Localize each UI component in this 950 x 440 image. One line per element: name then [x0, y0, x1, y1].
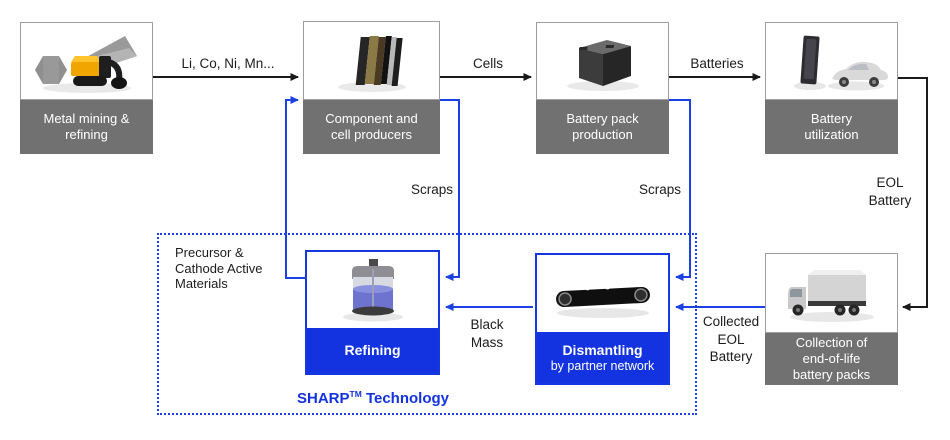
label-line: Component and — [325, 111, 418, 126]
node-metal-mining-refining: Metal mining & refining — [20, 22, 153, 154]
collection-image — [765, 253, 898, 333]
eol-line: Battery — [868, 192, 912, 208]
label-line: cell producers — [331, 127, 412, 142]
refining-title: Refining — [344, 342, 401, 358]
scraps-text: Scraps — [410, 182, 453, 197]
label-line: end-of-life — [802, 351, 861, 366]
dismantling-label: Dismantling by partner network — [537, 332, 668, 383]
batteries-text: Batteries — [690, 56, 744, 71]
node-component-cell-producers: Component and cell producers — [303, 21, 440, 154]
cells-text: Cells — [472, 56, 503, 71]
precursor-line: Precursor & — [175, 245, 244, 260]
component-cell-image — [303, 21, 440, 100]
flow-label-eol-battery: EOL Battery — [858, 174, 922, 209]
flow-label-black-mass: Black Mass — [457, 316, 517, 351]
label-line: production — [572, 127, 633, 142]
label-line: Battery — [810, 111, 853, 126]
battery-pack-label: Battery pack production — [536, 100, 669, 154]
sharp-tm: TM — [349, 389, 362, 399]
flow-label-collected-eol: Collected EOL Battery — [698, 313, 764, 366]
battery-utilization-label: Battery utilization — [765, 100, 898, 154]
phone-and-car-icon — [793, 35, 888, 91]
label-line: Collection of — [795, 335, 868, 350]
collected-line: EOL — [717, 331, 745, 347]
excavator-icon — [34, 36, 137, 93]
flow-label-precursor-cam: Precursor & Cathode Active Materials — [175, 245, 305, 292]
black-mass-line: Black — [470, 317, 504, 332]
reactor-vessel-icon — [342, 259, 403, 322]
flow-label-cells: Cells — [443, 55, 533, 73]
metals-text: Li, Co, Ni, Mn... — [181, 56, 275, 71]
label-line: refining — [65, 127, 108, 142]
metal-mining-image — [20, 22, 153, 100]
precursor-line: Materials — [175, 276, 228, 291]
dismantling-subtitle: by partner network — [550, 358, 655, 373]
label-line: Metal mining & — [43, 111, 130, 126]
truck-icon — [787, 270, 874, 322]
scraps-text: Scraps — [638, 182, 681, 197]
label-line: battery packs — [792, 367, 871, 382]
refining-image — [307, 252, 438, 328]
battery-pack-icon — [566, 40, 639, 91]
node-refining: Refining — [305, 250, 440, 375]
node-battery-pack-production: Battery pack production — [536, 22, 669, 154]
sharp-technology-label: SHARPTM Technology — [280, 389, 466, 407]
eol-line: EOL — [876, 175, 904, 190]
label-line: utilization — [804, 127, 859, 142]
sharp-technology-boundary — [157, 233, 697, 415]
refining-label: Refining — [307, 328, 438, 373]
flow-label-scraps-pack: Scraps — [611, 181, 681, 199]
component-cell-label: Component and cell producers — [303, 100, 440, 154]
collected-line: Battery — [709, 349, 753, 364]
flow-label-metals: Li, Co, Ni, Mn... — [153, 55, 303, 73]
node-dismantling: Dismantling by partner network — [535, 253, 670, 385]
node-collection-eol-packs: Collection of end-of-life battery packs — [765, 253, 898, 385]
conveyor-icon — [555, 281, 650, 318]
label-line: Battery pack — [566, 111, 639, 126]
metal-mining-label: Metal mining & refining — [20, 100, 153, 154]
flow-label-batteries: Batteries — [672, 55, 762, 73]
node-battery-utilization: Battery utilization — [765, 22, 898, 154]
precursor-line: Cathode Active — [175, 260, 263, 276]
battery-utilization-image — [765, 22, 898, 100]
cell-stack-icon — [337, 35, 406, 92]
dismantling-title: Dismantling — [562, 341, 643, 358]
sharp-suffix: Technology — [365, 390, 450, 407]
sharp-brand: SHARP — [296, 390, 350, 407]
collection-label: Collection of end-of-life battery packs — [765, 333, 898, 385]
flow-label-scraps-component: Scraps — [383, 181, 453, 199]
collected-line: Collected — [702, 314, 760, 329]
battery-pack-image — [536, 22, 669, 100]
black-mass-line: Mass — [470, 334, 504, 350]
dismantling-image — [537, 255, 668, 332]
